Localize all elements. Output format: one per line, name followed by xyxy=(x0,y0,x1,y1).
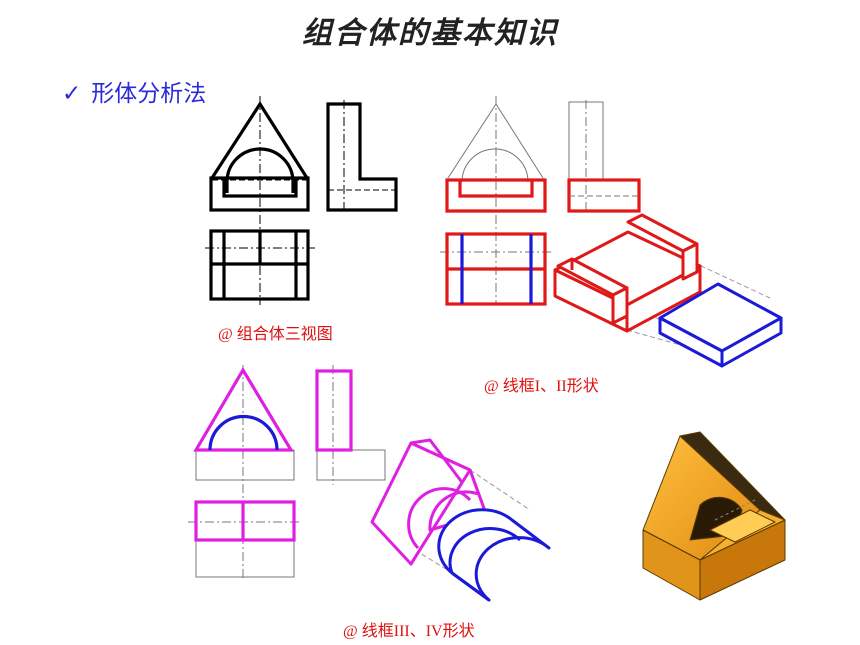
check-icon: ✓ xyxy=(62,81,82,107)
caption-b: @ 线框I、II形状 xyxy=(484,378,599,395)
caption-a: @ 组合体三视图 xyxy=(218,326,333,343)
three-view-red xyxy=(440,96,641,306)
section-heading-label: 形体分析法 xyxy=(91,81,207,107)
front-view xyxy=(209,96,310,305)
blue-plate-iso xyxy=(658,282,783,368)
side-view xyxy=(326,100,398,214)
page-title: 组合体的基本知识 xyxy=(302,16,558,51)
section-heading: ✓ 形体分析法 xyxy=(62,74,206,108)
three-view-black xyxy=(205,96,398,305)
red-u-block-iso xyxy=(553,213,771,357)
three-view-magenta xyxy=(188,365,386,580)
magenta-wedge-iso xyxy=(370,438,531,591)
orange-solid-render xyxy=(642,431,786,601)
top-view xyxy=(205,229,315,301)
caption-c: @ 线框III、IV形状 xyxy=(343,623,475,640)
blue-half-cylinder-iso xyxy=(437,508,551,602)
